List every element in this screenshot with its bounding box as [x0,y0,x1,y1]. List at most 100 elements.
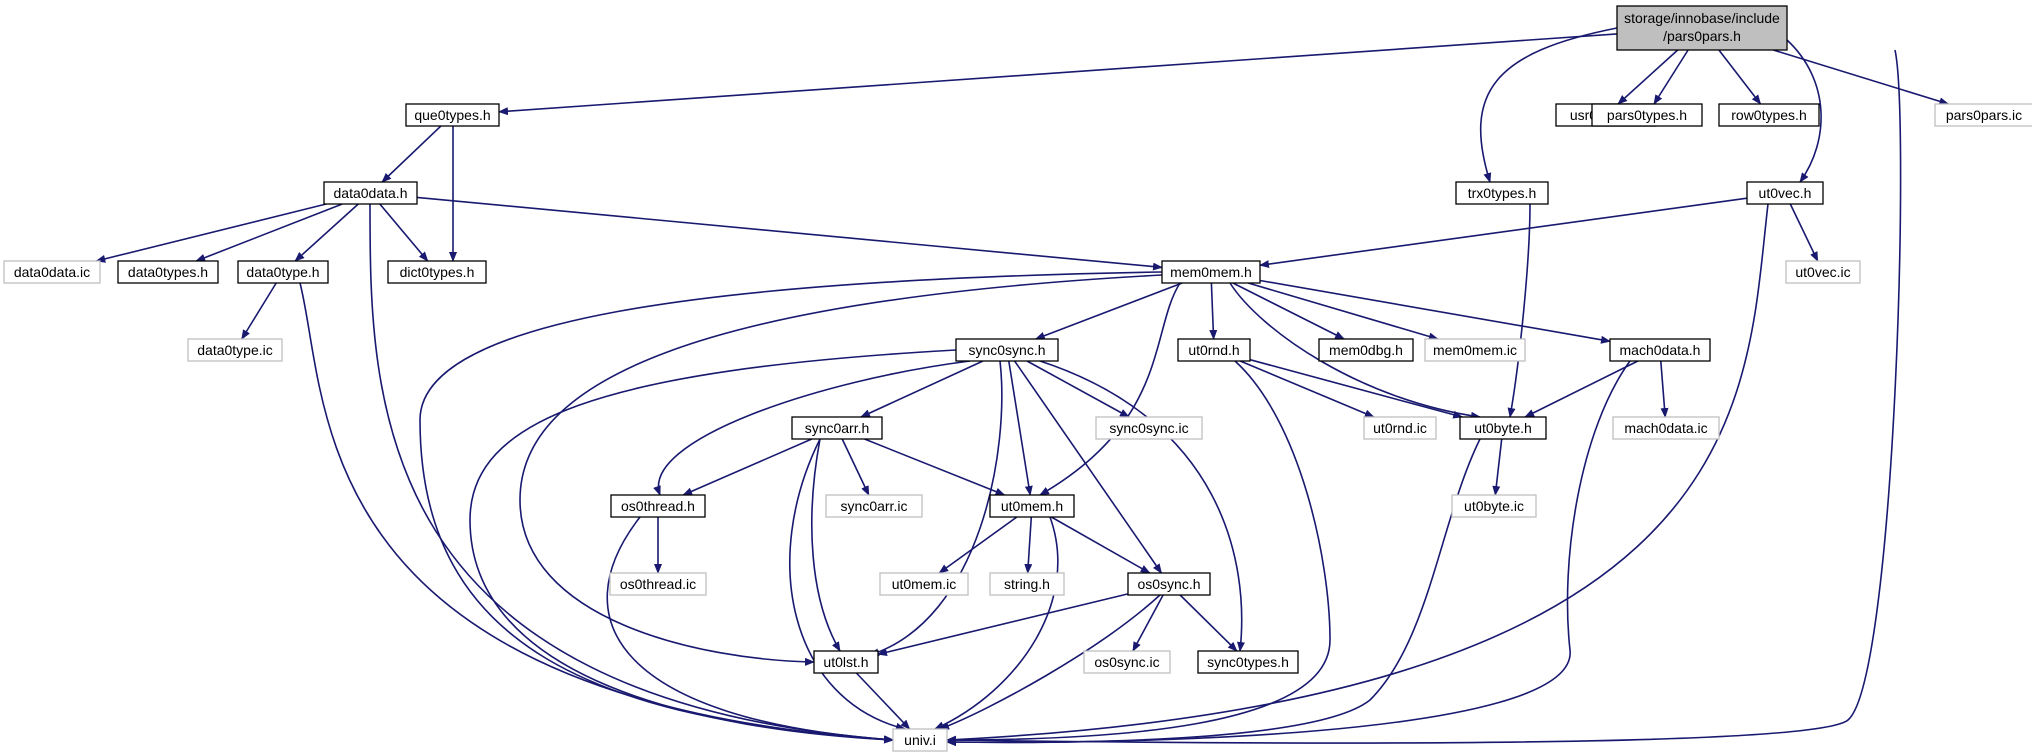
edge-os0sync-to-os0sync_ic [1132,594,1164,652]
node-box [1424,338,1526,362]
node-mem0mem[interactable]: mem0mem.h [1161,260,1261,284]
edge-trx0types-to-ut0byte [1507,203,1531,418]
node-box [1455,181,1549,205]
node-box [237,260,329,284]
edge-data0data-to-mem0mem [416,196,1163,271]
node-mem0mem_ic: mem0mem.ic [1424,338,1526,362]
edge-ut0vec-to-mem0mem [1259,197,1748,269]
node-ut0byte[interactable]: ut0byte.h [1459,416,1547,440]
node-box [1127,572,1211,596]
node-box [1177,338,1251,362]
node-ut0byte_ic: ut0byte.ic [1451,494,1537,518]
node-ut0mem[interactable]: ut0mem.h [989,494,1075,518]
node-que0types[interactable]: que0types.h [405,103,500,127]
edge-ut0vec-to-ut0vec_ic [1789,203,1819,262]
edge-ut0mem-to-univ [934,516,1059,730]
node-string: string.h [989,572,1065,596]
edge-sync0sync-to-sync0sync_ic [1026,360,1130,418]
edge-os0thread-to-univ [606,516,894,744]
node-root-pars0pars-h[interactable]: storage/innobase/include/pars0pars.h [1616,5,1788,51]
edge-root-to-ut0vec [1786,39,1822,183]
node-label: mem0dbg.h [1329,342,1403,358]
node-data0types[interactable]: data0types.h [117,260,219,284]
node-ut0mem_ic: ut0mem.ic [879,572,969,596]
node-mem0dbg[interactable]: mem0dbg.h [1318,338,1414,362]
edge-data0type-to-data0type_ic [241,282,277,340]
node-box [187,338,283,362]
edge-sync0sync-to-sync0arr [860,360,984,418]
node-label: storage/innobase/include [1624,10,1780,26]
edge-ut0rnd-to-univ [946,360,1331,744]
edge-os0sync-to-sync0types [1179,594,1238,652]
node-sync0arr_ic: sync0arr.ic [825,494,923,518]
edge-mem0mem-to-univ [419,271,1163,744]
node-sync0arr[interactable]: sync0arr.h [791,416,883,440]
edge-data0data-to-data0types [195,203,343,262]
node-data0type[interactable]: data0type.h [237,260,329,284]
node-ut0vec[interactable]: ut0vec.h [1746,181,1824,205]
node-box [955,338,1059,362]
node-box [323,181,418,205]
node-ut0rnd[interactable]: ut0rnd.h [1177,338,1251,362]
node-label: mem0mem.h [1170,264,1252,280]
node-label: mach0data.ic [1624,420,1707,436]
node-row0types[interactable]: row0types.h [1718,103,1820,127]
edge-sync0sync-to-ut0lst [869,360,1003,657]
node-box [1718,103,1820,127]
node-box [387,260,487,284]
node-box [1197,650,1299,674]
edge-root-to-pars0pars_ic [1773,49,1950,106]
edge-ut0lst-to-univ [855,672,911,730]
node-label: os0thread.h [621,498,695,514]
node-label: sync0arr.ic [841,498,908,514]
node-box [1785,260,1861,284]
node-label: ut0mem.h [1001,498,1063,514]
edge-root-to-que0types [498,33,1618,116]
node-box [989,572,1065,596]
node-os0sync[interactable]: os0sync.h [1127,572,1211,596]
edge-root-to-row0types [1718,49,1762,105]
node-dict0types[interactable]: dict0types.h [387,260,487,284]
node-box [1746,181,1824,205]
node-box [1318,338,1414,362]
edge-root-to-univ [946,49,1902,745]
edge-root-to-trx0types [1479,27,1618,183]
node-label: os0sync.h [1137,576,1200,592]
node-box [825,494,923,518]
node-label: que0types.h [414,107,490,123]
edge-sync0arr-to-sync0arr_ic [841,438,870,496]
node-label: ut0mem.ic [892,576,957,592]
node-ut0lst[interactable]: ut0lst.h [813,650,879,674]
node-box [117,260,219,284]
node-label: data0type.ic [197,342,273,358]
edge-sync0sync-to-ut0mem [1008,360,1033,496]
node-label: row0types.h [1731,107,1806,123]
node-box [1161,260,1261,284]
node-label: sync0types.h [1207,654,1289,670]
node-mach0data[interactable]: mach0data.h [1609,338,1711,362]
node-sync0types[interactable]: sync0types.h [1197,650,1299,674]
node-os0thread[interactable]: os0thread.h [610,494,706,518]
node-box [1363,416,1437,440]
node-pars0types[interactable]: pars0types.h [1591,103,1703,127]
node-data0data[interactable]: data0data.h [323,181,418,205]
edge-os0sync-to-univ [939,594,1161,730]
edge-data0data-to-univ [369,203,894,744]
node-trx0types[interactable]: trx0types.h [1455,181,1549,205]
edge-ut0vec-to-univ [946,203,1769,744]
node-label: ut0lst.h [823,654,868,670]
node-label: ut0vec.ic [1795,264,1850,280]
node-box [610,494,706,518]
edge-root-to-pars0types [1653,49,1689,105]
node-label: sync0sync.ic [1109,420,1188,436]
edge-mem0mem-to-mem0dbg [1232,282,1345,340]
node-box [405,103,500,127]
node-box [1609,338,1711,362]
node-label: /pars0pars.h [1663,28,1741,44]
node-box [1591,103,1703,127]
node-label: data0data.h [334,185,408,201]
node-sync0sync[interactable]: sync0sync.h [955,338,1059,362]
edge-mem0mem-to-mem0mem_ic [1247,282,1439,341]
edge-root-to-usr0types [1617,49,1679,105]
